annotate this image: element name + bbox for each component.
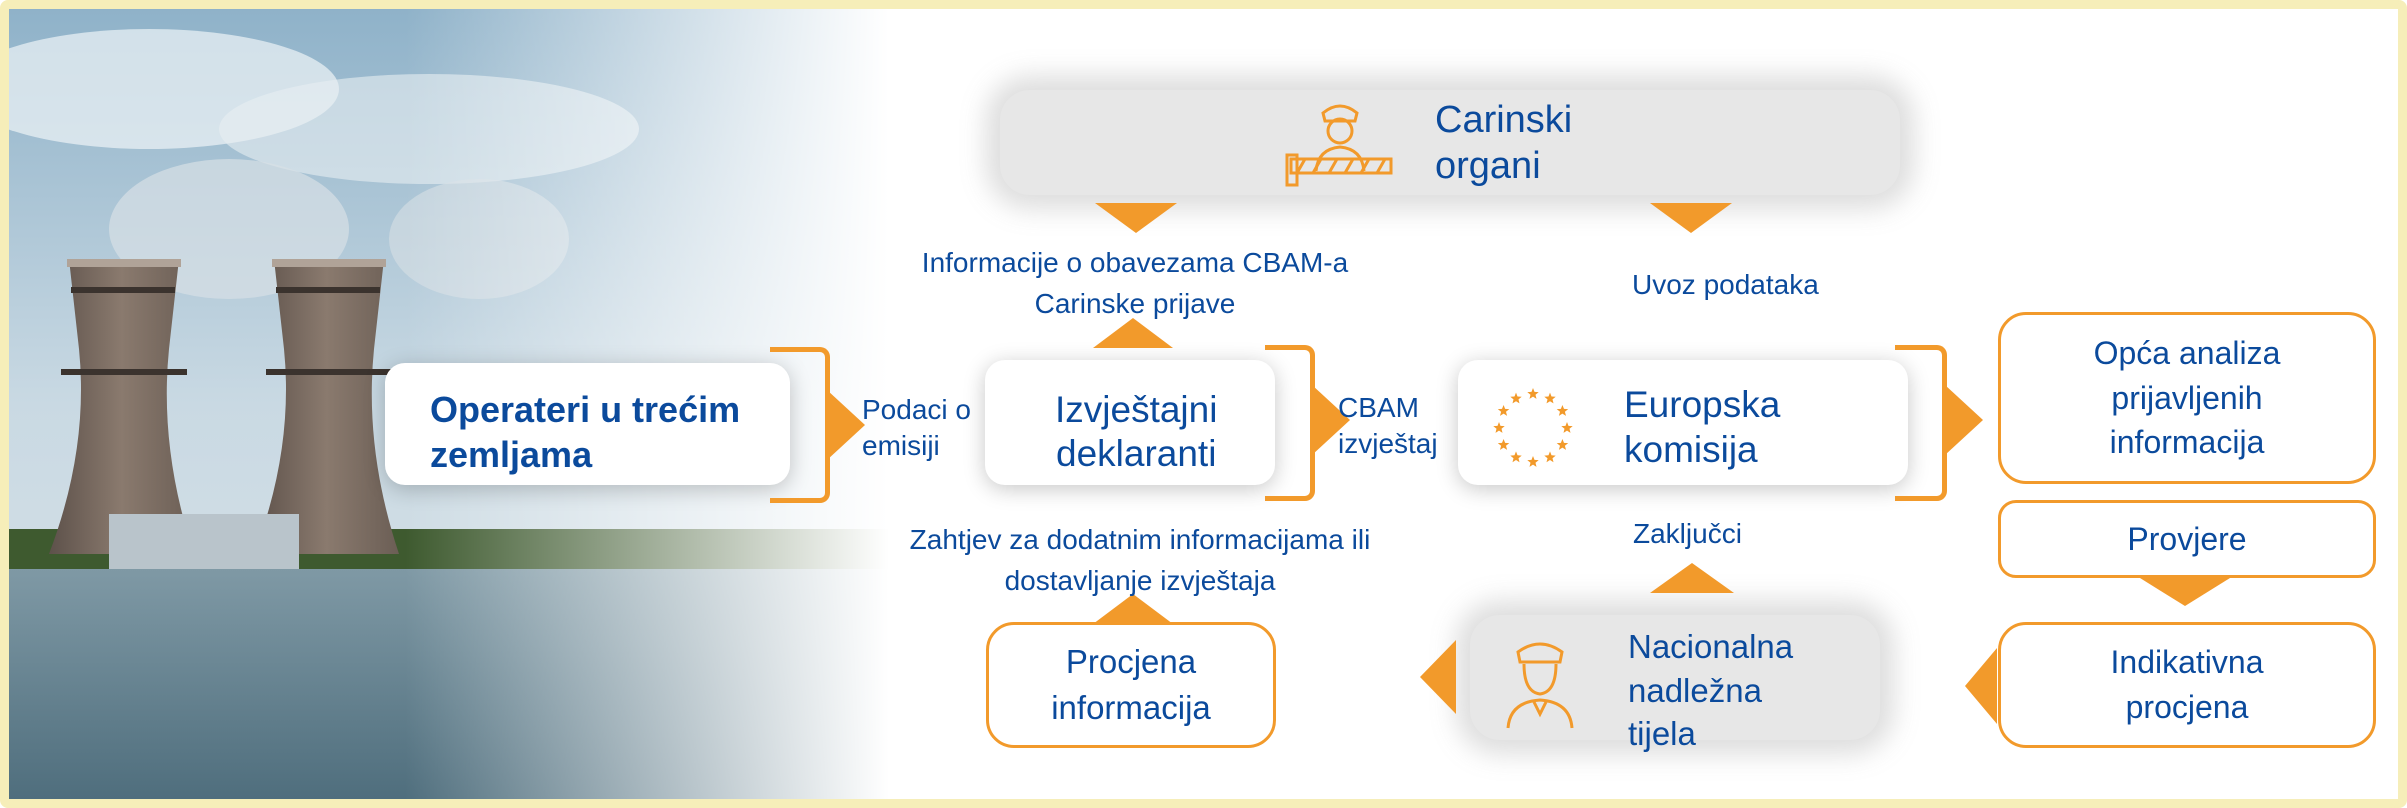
cooling-towers-photo [9,9,889,799]
import-data-flow-label: Uvoz podataka [1632,269,1819,300]
assessment-box: Procjena informacija [986,622,1276,748]
cbam-report-arrow [1312,385,1350,455]
eu-star [1497,405,1510,416]
commission-arrow [1945,385,1983,455]
declarants-card [985,360,1275,485]
checks-box: Provjere [1998,500,2376,578]
eu-star [1493,422,1505,433]
eu-star [1544,451,1556,463]
eu-star [1561,422,1573,433]
customs-down-arrow-right [1650,203,1732,233]
checks-down-arrow [2140,578,2230,606]
national-left-arrow [1420,640,1456,714]
customs-down-arrow-left [1095,203,1177,233]
national-label: Nacionalna nadležna tijela [1628,628,1794,753]
declarants-label: Izvještajni deklaranti [1055,389,1218,475]
eu-star [1556,405,1569,416]
cbam-report-flow-label: CBAM izvještaj [1338,392,1438,460]
commission-bracket [1895,345,1947,501]
eu-star [1527,388,1539,399]
eu-star [1510,392,1522,404]
emissions-flow-label: Podaci o emisiji [862,394,971,462]
officer-icon [1490,630,1590,735]
operators-card [385,363,790,485]
national-card [1470,615,1880,740]
customs-card [1000,90,1900,195]
obligations-flow-label: Informacije o obavezama CBAM-a Carinske … [921,247,1349,319]
indicative-box: Indikativna procjena [1998,622,2376,748]
operators-bracket [770,347,830,503]
conclusions-flow-label: Zaključci [1633,518,1742,549]
emissions-arrow [827,390,865,460]
analysis-box: Opća analiza prijavljenih informacija [1998,312,2376,484]
eu-stars-icon [1493,388,1573,467]
assessment-up-arrow [1093,594,1173,624]
eu-star [1544,392,1556,404]
customs-officer-barrier-icon [1283,95,1398,200]
declarants-bracket [1265,345,1315,501]
request-flow-label: Zahtjev za dodatnim informacijama ili do… [909,524,1371,596]
eu-star [1510,451,1522,463]
indicative-left-arrow [1965,648,1997,724]
declarants-up-arrow [1093,318,1173,348]
customs-label: Carinski organi [1435,99,1573,188]
national-up-arrow [1650,563,1734,593]
eu-star [1556,439,1569,450]
operators-label: Operateri u trećim zemljama [430,389,741,475]
commission-label: Europska komisija [1624,384,1781,471]
eu-star [1497,439,1510,450]
eu-star [1527,456,1539,467]
